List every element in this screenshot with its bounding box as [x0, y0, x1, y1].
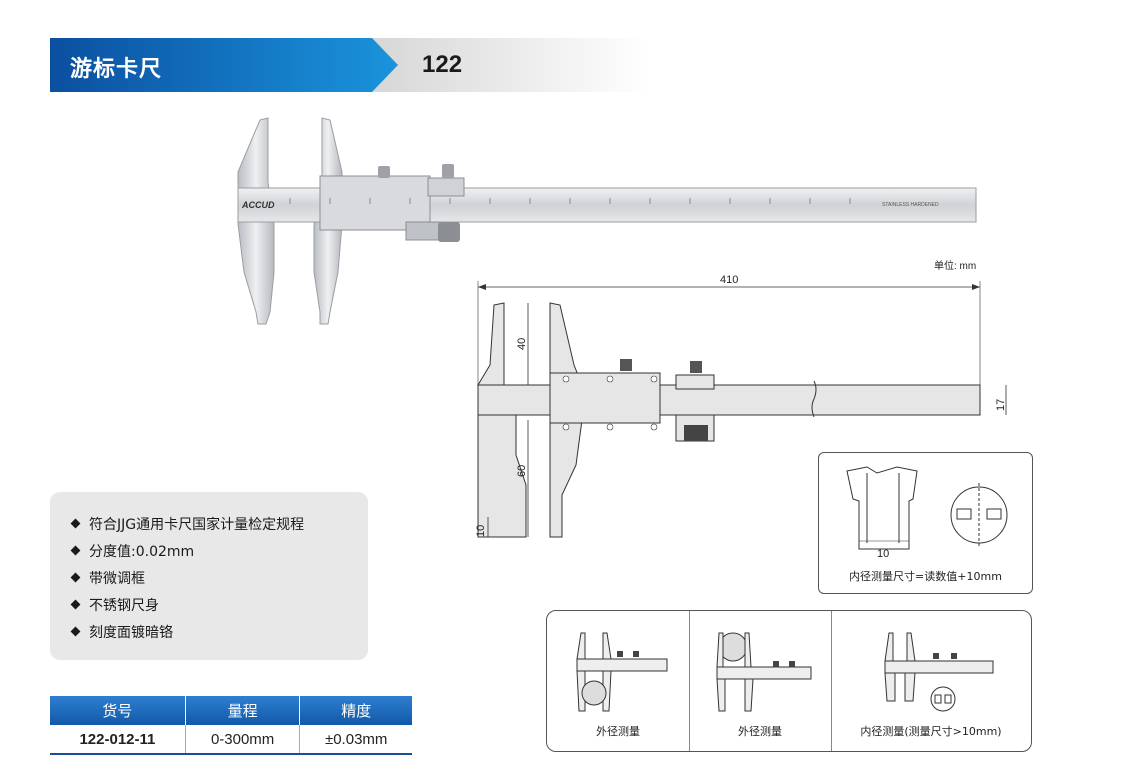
bullet-icon [70, 518, 81, 529]
plate-text: STAINLESS HARDENED [882, 202, 939, 208]
header-banner: 游标卡尺 122 [50, 38, 650, 92]
feature-item: 不锈钢尺身 [70, 593, 368, 620]
feature-item: 带微调框 [70, 566, 368, 593]
technical-drawing: 单位: mm 410 40 60 10 17 [475, 259, 1007, 538]
length-dim: 410 [720, 274, 738, 286]
feature-list: 符合JJG通用卡尺国家计量检定规程 分度值:0.02mm 带微调框 不锈钢尺身 … [50, 492, 368, 660]
col-header: 精度 [299, 696, 412, 725]
accuracy: ±0.03mm [299, 725, 412, 755]
feature-item: 符合JJG通用卡尺国家计量检定规程 [70, 512, 368, 539]
feature-item: 刻度面镀暗铬 [70, 620, 368, 647]
model-number: 122 [422, 51, 463, 78]
method-caption: 外径测量 [738, 725, 782, 738]
bullet-icon [70, 626, 81, 637]
page-title: 游标卡尺 [70, 57, 163, 82]
inner-measure-diagram: 10 内径测量尺寸=读数值+10mm [818, 452, 1033, 594]
outer-measure-icon-1 [576, 632, 668, 712]
part-number: 122-012-11 [50, 725, 186, 755]
outer-measure-icon-2 [716, 632, 812, 712]
bullet-icon [70, 572, 81, 583]
measurement-methods: 外径测量 外径测量 内径测量(测量尺寸>10mm) [546, 610, 1032, 752]
inner-dim: 10 [877, 548, 889, 560]
range: 0-300mm [185, 725, 301, 755]
caliper-photo: ACCUD STAINLESS HARDENED [237, 117, 977, 325]
inner-measure-icon [884, 632, 994, 712]
table-header: 货号 量程 精度 [50, 696, 412, 725]
lower-jaw-dim: 60 [516, 465, 528, 477]
bullet-icon [70, 599, 81, 610]
tip-dim: 10 [475, 525, 487, 537]
upper-jaw-dim: 40 [516, 338, 528, 350]
header-background [50, 38, 650, 92]
beam-height-dim: 17 [995, 399, 1007, 411]
method-caption: 外径测量 [596, 725, 640, 738]
divider [831, 611, 832, 751]
spec-table: 货号 量程 精度 122-012-11 0-300mm ±0.03mm [50, 696, 412, 755]
unit-label: 单位: mm [934, 259, 976, 272]
divider [689, 611, 690, 751]
col-header: 货号 [50, 696, 186, 725]
bullet-icon [70, 545, 81, 556]
brand-logo: ACCUD [241, 200, 275, 210]
method-caption: 内径测量(测量尺寸>10mm) [860, 725, 1002, 738]
col-header: 量程 [185, 696, 301, 725]
feature-item: 分度值:0.02mm [70, 539, 368, 566]
inner-caption: 内径测量尺寸=读数值+10mm [849, 570, 1002, 583]
table-row: 122-012-11 0-300mm ±0.03mm [50, 725, 412, 755]
